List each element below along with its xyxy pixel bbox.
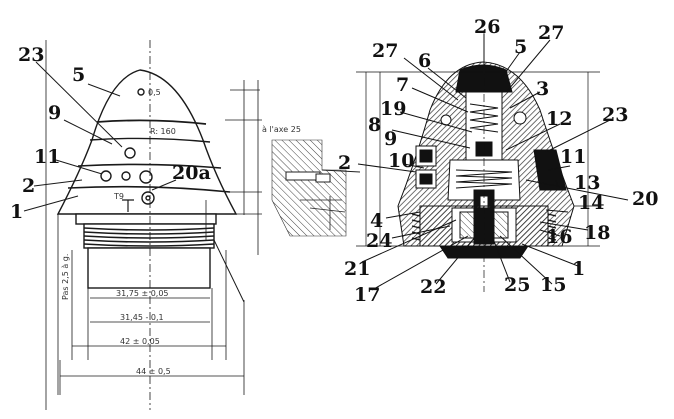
callout-10: 10	[388, 150, 415, 172]
dim-axis: à l'axe 25	[262, 125, 301, 134]
callout-9-left: 9	[48, 102, 62, 124]
callout-14: 14	[578, 192, 605, 214]
callout-13: 13	[574, 172, 601, 194]
callout-23-left: 23	[18, 44, 45, 66]
callout-1-left: 1	[10, 201, 24, 223]
callout-25: 25	[504, 274, 531, 296]
callout-17: 17	[354, 284, 381, 306]
dim-b: 31,45 - 0,1	[120, 313, 164, 322]
callout-20: 20	[632, 188, 659, 210]
dim-c: 42 ± 0,05	[120, 337, 160, 346]
callout-7: 7	[396, 74, 410, 96]
callout-21: 21	[344, 258, 371, 280]
callout-6: 6	[418, 50, 432, 72]
callout-12: 12	[546, 108, 573, 130]
callout-2-left: 2	[22, 175, 36, 197]
callout-9-right: 9	[384, 128, 398, 150]
callout-4: 4	[370, 210, 384, 232]
callout-5-right: 5	[514, 36, 528, 58]
callout-2-right: 2	[338, 152, 352, 174]
callout-15: 15	[540, 274, 567, 296]
callout-20a-left: 20a	[172, 162, 211, 184]
callout-27-right: 27	[538, 22, 565, 44]
left-view-exterior	[23, 40, 262, 410]
dim-f: T9	[114, 192, 124, 201]
callout-24: 24	[366, 230, 393, 252]
callout-11-left: 11	[34, 146, 61, 168]
callout-11-right: 11	[560, 146, 587, 168]
callout-8: 8	[368, 114, 382, 136]
dim-e: 0,5	[148, 88, 161, 97]
section-dimensions	[356, 71, 600, 247]
callout-18: 18	[584, 222, 611, 244]
callout-3: 3	[536, 78, 550, 100]
dim-thread-pitch: Pas 2,5 à g.	[61, 253, 70, 300]
left-leaders	[23, 61, 177, 212]
dimension-lines	[45, 40, 262, 410]
right-view-section	[356, 30, 629, 292]
dim-radius: R: 160	[150, 127, 176, 136]
callout-22: 22	[420, 276, 447, 298]
dim-d: 44 ± 0,5	[136, 367, 171, 376]
callout-5-left: 5	[72, 64, 86, 86]
callout-27-left: 27	[372, 40, 399, 62]
callout-16: 16	[546, 226, 573, 248]
right-leaders	[357, 34, 629, 291]
callout-1-right: 1	[572, 258, 586, 280]
dim-a: 31,75 ± 0,05	[116, 289, 169, 298]
callout-23-right: 23	[602, 104, 629, 126]
callout-26: 26	[474, 16, 501, 38]
callout-19: 19	[380, 98, 407, 120]
thread-zone	[83, 223, 215, 249]
detail-fragment	[271, 139, 361, 237]
